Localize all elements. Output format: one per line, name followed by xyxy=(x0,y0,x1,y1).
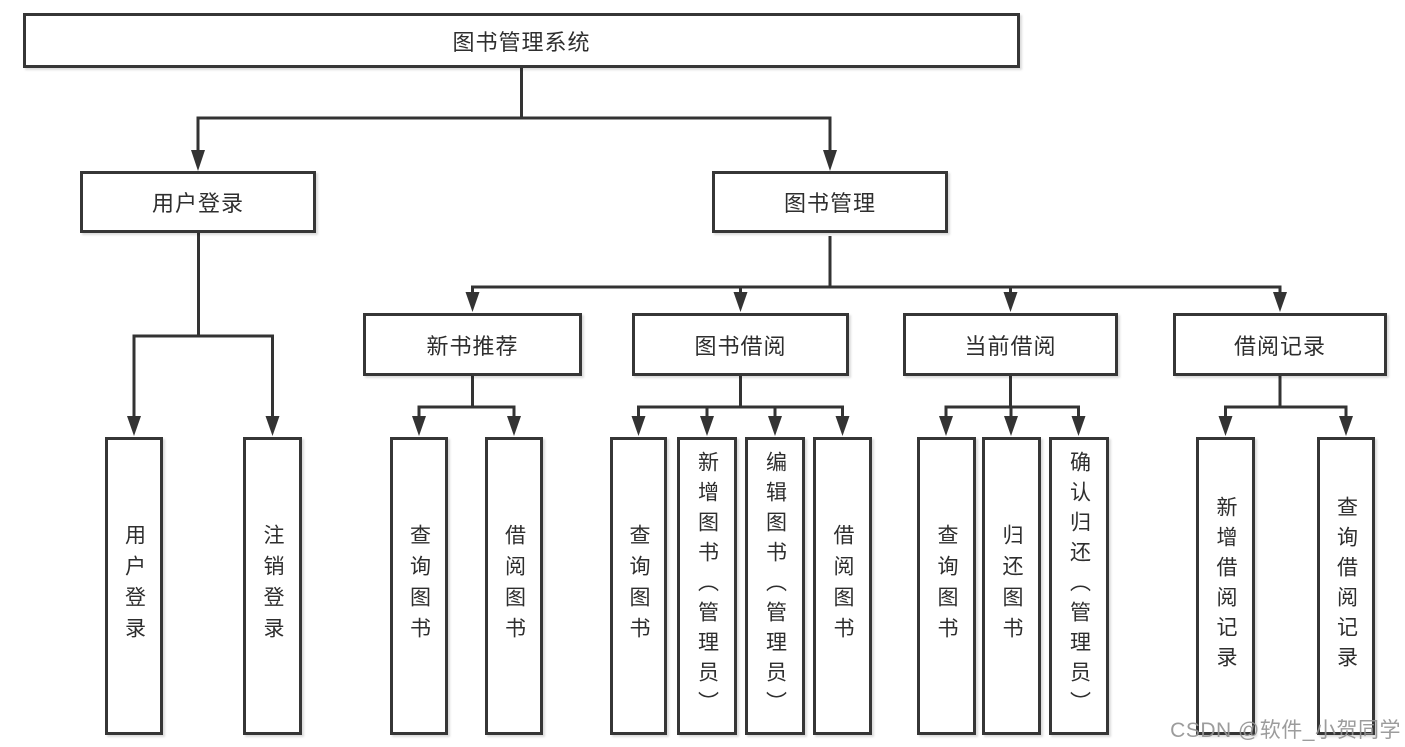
leaf-query-books-borrow: 查询图书 xyxy=(610,437,667,735)
edge-current-to-leaves xyxy=(944,376,1080,419)
arrow-icon xyxy=(465,292,480,312)
arrow-icon xyxy=(631,416,646,436)
arrow-icon xyxy=(191,150,205,171)
leaf-query-borrow-record: 查询借阅记录 xyxy=(1317,437,1375,735)
arrow-icon xyxy=(1071,416,1086,436)
leaf-edit-books-admin: 编辑图书（管理员） xyxy=(745,437,805,735)
arrow-icon xyxy=(507,416,521,436)
arrow-icon xyxy=(768,416,782,436)
arrow-icon xyxy=(1273,292,1287,312)
arrow-icon xyxy=(1339,416,1353,436)
leaf-query-books-recommend: 查询图书 xyxy=(390,437,448,735)
node-book-borrow: 图书借阅 xyxy=(632,313,849,376)
csdn-watermark: CSDN @软件_小贺同学 xyxy=(1170,719,1401,742)
edge-borrow-to-leaves xyxy=(637,376,844,419)
leaf-query-books-current: 查询图书 xyxy=(917,437,976,735)
arrow-icon xyxy=(733,292,748,312)
arrow-icon xyxy=(1218,416,1233,436)
arrow-icon xyxy=(127,416,141,436)
arrow-icon xyxy=(265,416,280,436)
leaf-return-books: 归还图书 xyxy=(982,437,1041,735)
leaf-confirm-return-admin: 确认归还（管理员） xyxy=(1049,437,1109,735)
node-current-borrow: 当前借阅 xyxy=(903,313,1118,376)
edge-recommend-to-leaves xyxy=(417,376,516,419)
edge-userlogin-to-leaves xyxy=(132,233,274,417)
node-root-system: 图书管理系统 xyxy=(23,13,1020,68)
arrow-icon xyxy=(823,150,837,171)
edge-record-to-leaves xyxy=(1224,376,1348,419)
arrow-icon xyxy=(835,416,850,436)
node-book-management: 图书管理 xyxy=(712,171,948,233)
leaf-borrow-books-recommend: 借阅图书 xyxy=(485,437,543,735)
arrow-icon xyxy=(1004,416,1018,436)
leaf-add-books-admin: 新增图书（管理员） xyxy=(677,437,737,735)
arrow-icon xyxy=(700,416,714,436)
node-new-book-recommend: 新书推荐 xyxy=(363,313,582,376)
leaf-borrow-books: 借阅图书 xyxy=(813,437,872,735)
leaf-logout-login: 注销登录 xyxy=(243,437,302,735)
arrowheads xyxy=(127,150,1353,436)
edge-root-to-level2 xyxy=(196,68,832,152)
arrow-icon xyxy=(1003,292,1018,312)
leaf-add-borrow-record: 新增借阅记录 xyxy=(1196,437,1255,735)
edge-bookmgmt-to-level3 xyxy=(471,236,1282,296)
arrow-icon xyxy=(939,416,953,436)
node-user-login: 用户登录 xyxy=(80,171,316,233)
leaf-user-login: 用户登录 xyxy=(105,437,163,735)
node-borrow-record: 借阅记录 xyxy=(1173,313,1387,376)
arrow-icon xyxy=(412,416,426,436)
